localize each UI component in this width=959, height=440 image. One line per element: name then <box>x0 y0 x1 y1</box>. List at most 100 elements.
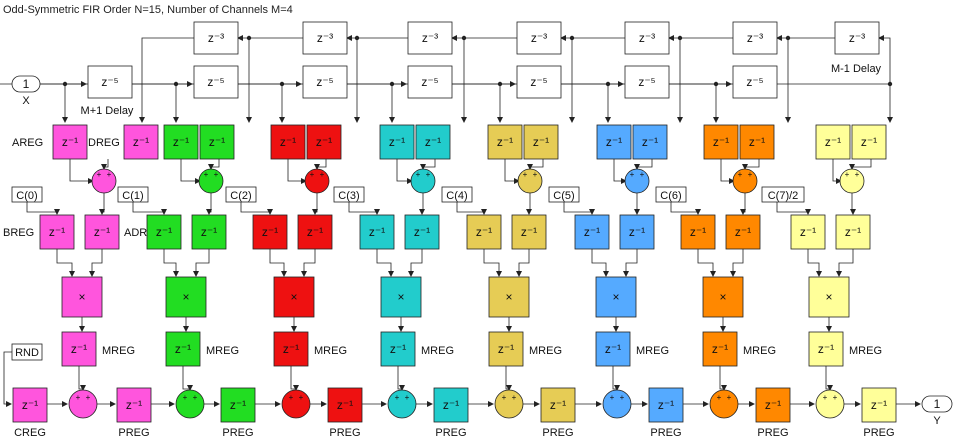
channel-7-post-adder[interactable] <box>815 389 845 419</box>
channel-7-areg2[interactable] <box>851 124 887 160</box>
channel-7-dreg[interactable] <box>815 124 851 160</box>
channel-2-preg[interactable] <box>327 387 363 423</box>
channel-4-dreg[interactable] <box>487 124 523 160</box>
z5-delay-4[interactable] <box>516 65 562 99</box>
channel-6-post-adder[interactable] <box>709 389 739 419</box>
z3-delay-6[interactable] <box>834 21 880 55</box>
channel-5-areg2[interactable] <box>632 124 668 160</box>
rnd-constant[interactable] <box>11 343 43 361</box>
channel-1-mreg[interactable] <box>165 331 201 367</box>
channel-0-areg[interactable] <box>52 124 88 160</box>
channel-4-multiplier[interactable] <box>488 276 530 318</box>
channel-5-post-adder[interactable] <box>602 389 632 419</box>
channel-0-pre-adder[interactable] <box>91 168 117 194</box>
channel-2-dreg[interactable] <box>270 124 306 160</box>
channel-7-multiplier[interactable] <box>808 276 850 318</box>
channel-3-multiplier[interactable] <box>380 276 422 318</box>
channel-5-preg[interactable] <box>648 387 684 423</box>
channel-1-areg2[interactable] <box>199 124 235 160</box>
channel-4-post-adder[interactable] <box>494 389 524 419</box>
channel-6-areg2[interactable] <box>739 124 775 160</box>
channel-4-pre-adder[interactable] <box>517 168 543 194</box>
channel-0-adreg[interactable] <box>84 214 120 250</box>
channel-3-preg[interactable] <box>433 387 469 423</box>
channel-5-pre-adder[interactable] <box>624 168 650 194</box>
z3-delay-1[interactable] <box>302 21 348 55</box>
channel-2-mreg[interactable] <box>273 331 309 367</box>
coefficient-7[interactable] <box>761 186 805 203</box>
channel-1-preg[interactable] <box>220 387 256 423</box>
channel-0-dreg[interactable] <box>123 124 159 160</box>
channel-1-breg[interactable] <box>146 214 182 250</box>
channel-2-areg2[interactable] <box>306 124 342 160</box>
channel-3-mreg[interactable] <box>380 331 416 367</box>
channel-2-multiplier[interactable] <box>273 276 315 318</box>
channel-0-multiplier[interactable] <box>61 276 103 318</box>
input-port[interactable] <box>11 75 41 93</box>
z5-delay-3[interactable] <box>407 65 453 99</box>
channel-4-mreg[interactable] <box>488 331 524 367</box>
coefficient-3[interactable] <box>333 186 365 203</box>
z5-delay-1[interactable] <box>193 65 239 99</box>
coefficient-1[interactable] <box>117 186 149 203</box>
channel-6-pre-adder[interactable] <box>732 168 758 194</box>
channel-1-multiplier[interactable] <box>165 276 207 318</box>
channel-3-breg[interactable] <box>359 214 395 250</box>
z5-delay-0[interactable] <box>87 65 133 99</box>
channel-6-adreg[interactable] <box>725 214 761 250</box>
channel-6-multiplier[interactable] <box>702 276 744 318</box>
channel-7-breg[interactable] <box>790 214 826 250</box>
channel-5-multiplier[interactable] <box>595 276 637 318</box>
channel-6-preg[interactable] <box>755 387 791 423</box>
channel-4-areg2[interactable] <box>523 124 559 160</box>
channel-1-post-adder[interactable] <box>175 389 205 419</box>
channel-4-adreg[interactable] <box>511 214 547 250</box>
channel-4-breg[interactable] <box>466 214 502 250</box>
coefficient-2[interactable] <box>225 186 257 203</box>
channel-1-pre-adder[interactable] <box>198 168 224 194</box>
coefficient-0[interactable] <box>11 186 43 203</box>
channel-2-pre-adder[interactable] <box>304 168 330 194</box>
channel-3-pre-adder[interactable] <box>410 168 436 194</box>
z3-delay-3[interactable] <box>516 21 562 55</box>
channel-0-post-adder[interactable] <box>68 389 98 419</box>
channel-2-breg[interactable] <box>252 214 288 250</box>
channel-7-pre-adder[interactable] <box>839 168 865 194</box>
coefficient-5[interactable] <box>548 186 580 203</box>
channel-3-adreg[interactable] <box>404 214 440 250</box>
z3-delay-2[interactable] <box>407 21 453 55</box>
channel-3-areg2[interactable] <box>415 124 451 160</box>
channel-3-dreg[interactable] <box>379 124 415 160</box>
channel-1-adreg[interactable] <box>191 214 227 250</box>
channel-5-mreg[interactable] <box>595 331 631 367</box>
z3-delay-0[interactable] <box>193 21 239 55</box>
channel-6-breg[interactable] <box>680 214 716 250</box>
channel-0-breg[interactable] <box>39 214 75 250</box>
channel-7-preg[interactable] <box>861 387 897 423</box>
channel-5-dreg[interactable] <box>596 124 632 160</box>
output-port[interactable] <box>921 395 953 413</box>
z5-delay-6[interactable] <box>732 65 778 99</box>
channel-6-mreg[interactable] <box>702 331 738 367</box>
z5-delay-5[interactable] <box>624 65 670 99</box>
channel-0-mreg[interactable] <box>61 331 97 367</box>
z5-delay-2[interactable] <box>302 65 348 99</box>
z3-delay-5[interactable] <box>732 21 778 55</box>
channel-2-post-adder-sign: + <box>289 393 294 402</box>
channel-5-adreg[interactable] <box>619 214 655 250</box>
channel-0-preg[interactable] <box>116 387 152 423</box>
channel-2-adreg[interactable] <box>297 214 333 250</box>
channel-6-dreg[interactable] <box>703 124 739 160</box>
channel-2-post-adder[interactable] <box>281 389 311 419</box>
channel-3-post-adder[interactable] <box>387 389 417 419</box>
creg-register[interactable] <box>12 387 48 423</box>
channel-5-breg[interactable] <box>574 214 610 250</box>
channel-7-mreg[interactable] <box>808 331 844 367</box>
channel-7-adreg[interactable] <box>835 214 871 250</box>
channel-1-dreg[interactable] <box>163 124 199 160</box>
coefficient-4[interactable] <box>441 186 473 203</box>
coefficient-1-label: C(1) <box>122 190 143 202</box>
channel-4-preg[interactable] <box>540 387 576 423</box>
z3-delay-4[interactable] <box>624 21 670 55</box>
coefficient-6[interactable] <box>655 186 687 203</box>
